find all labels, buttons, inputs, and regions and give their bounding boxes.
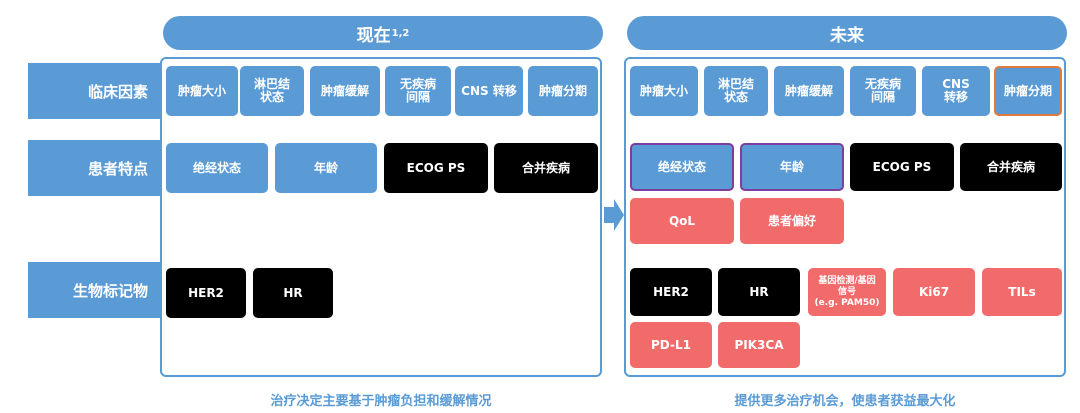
future-clinical-tumor-response: 肿瘤缓解 [774, 66, 844, 116]
future-patient-qol: QoL [630, 198, 734, 244]
row-label-biomarker: 生物标记物 [28, 262, 160, 318]
now-caption: 治疗决定主要基于肿瘤负担和缓解情况 [270, 394, 492, 409]
row-label-biomarker-text: 生物标记物 [72, 281, 148, 300]
future-patient-comorbidity: 合并疾病 [960, 143, 1062, 191]
now-biomarker-hr: HR [253, 268, 333, 318]
now-clinical-tumor-response: 肿瘤缓解 [310, 66, 380, 116]
row-label-clinical: 临床因素 [28, 63, 160, 119]
now-patient-menopausal-status: 绝经状态 [166, 143, 268, 193]
future-patient-ecog-ps: ECOG PS [850, 143, 954, 191]
future-biomarker-pd-l1: PD-L1 [630, 322, 712, 368]
arrow-right-icon [604, 199, 624, 231]
future-biomarker-tils: TILs [982, 268, 1062, 316]
future-biomarker-hr: HR [718, 268, 800, 316]
row-label-patient: 患者特点 [28, 140, 160, 196]
future-clinical-disease-free-interval: 无疾病 间隔 [850, 66, 916, 116]
now-patient-ecog-ps: ECOG PS [384, 143, 488, 193]
future-patient-menopausal-status: 绝经状态 [630, 143, 734, 191]
now-clinical-lymph-node-status: 淋巴结 状态 [240, 66, 304, 116]
future-clinical-tumor-size: 肿瘤大小 [630, 66, 698, 116]
future-biomarker-pik3ca: PIK3CA [718, 322, 800, 368]
future-biomarker-her2: HER2 [630, 268, 712, 316]
future-title: 未来 [830, 25, 864, 46]
future-patient-preference: 患者偏好 [740, 198, 844, 244]
future-biomarker-ki67: Ki67 [893, 268, 975, 316]
now-title: 现在 [356, 25, 391, 46]
now-superscript: 1,2 [391, 27, 410, 39]
now-clinical-tumor-size: 肿瘤大小 [166, 66, 238, 116]
row-label-clinical-text: 临床因素 [87, 82, 148, 101]
row-label-patient-text: 患者特点 [87, 159, 148, 178]
future-clinical-lymph-node-status: 淋巴结 状态 [704, 66, 768, 116]
now-clinical-disease-free-interval: 无疾病 间隔 [385, 66, 451, 116]
now-clinical-cns-metastasis: CNS 转移 [455, 66, 523, 116]
future-header: 未来 [627, 16, 1067, 50]
future-patient-age: 年龄 [740, 143, 844, 191]
future-clinical-tumor-stage: 肿瘤分期 [994, 66, 1062, 116]
now-patient-comorbidity: 合并疾病 [494, 143, 598, 193]
now-biomarker-her2: HER2 [166, 268, 246, 318]
now-clinical-tumor-stage: 肿瘤分期 [528, 66, 598, 116]
future-clinical-cns-metastasis: CNS 转移 [922, 66, 990, 116]
now-patient-age: 年龄 [275, 143, 377, 193]
future-caption: 提供更多治疗机会，使患者获益最大化 [734, 394, 956, 409]
future-biomarker-gene-testing: 基因检测/基因 信号 (e.g. PAM50) [808, 268, 886, 316]
